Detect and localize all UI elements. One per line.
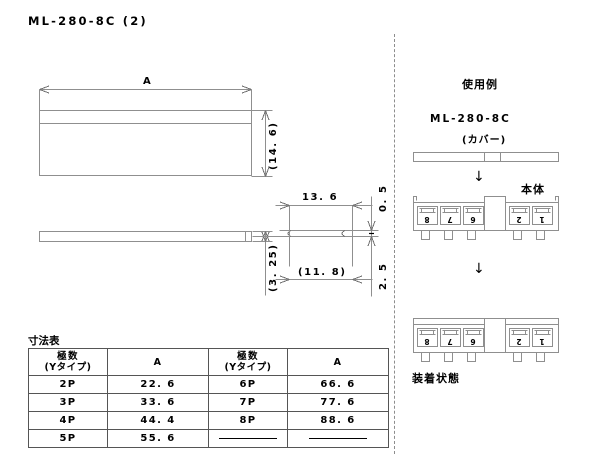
- terminal-number-8-mounted: 8: [424, 337, 430, 346]
- side-view-seam: [245, 231, 246, 242]
- cover-seam-left: [484, 152, 485, 162]
- assembly-arrow-bottom: ↓: [473, 261, 485, 277]
- cell-a-left: 22. 6: [107, 375, 209, 394]
- cell-a-left: 33. 6: [107, 393, 209, 412]
- side-view-outline: [39, 231, 252, 242]
- terminal-number-1: 1: [539, 215, 545, 224]
- terminal-number-6-mounted: 6: [470, 337, 476, 346]
- table-row: 3P 33. 6 7P 77. 6: [28, 393, 389, 412]
- header-poles-line2-r: (Yタイプ): [224, 362, 272, 373]
- header-a-left: A: [107, 348, 209, 376]
- connector-body-upper: [413, 196, 559, 240]
- cell-poles-right: 8P: [208, 411, 288, 430]
- dimension-118: (11. 8): [298, 267, 347, 278]
- dimension-136: 13. 6: [302, 192, 339, 203]
- assembly-arrow-top: ↓: [473, 169, 485, 185]
- terminal-number-2: 2: [516, 215, 522, 224]
- cell-poles-right: 6P: [208, 375, 288, 394]
- connector-body-mounted: [413, 318, 559, 362]
- terminal-number-6: 6: [470, 215, 476, 224]
- table-row: 5P 55. 6: [28, 429, 389, 448]
- header-poles-line1-r: 極数: [237, 351, 259, 362]
- dimension-width-a: A: [143, 76, 153, 87]
- terminal-number-7: 7: [447, 215, 453, 224]
- cover-seam-right: [500, 152, 501, 162]
- table-header-row: 極数 (Yタイプ) A 極数 (Yタイプ) A: [28, 348, 389, 376]
- cell-a-right: 77. 6: [287, 393, 389, 412]
- page-title: ML-280-8C (2): [28, 14, 148, 28]
- cover-bar: [413, 152, 559, 162]
- header-poles-line1: 極数: [57, 351, 79, 362]
- header-poles-right: 極数 (Yタイプ): [208, 348, 288, 376]
- cell-poles-left: 5P: [28, 429, 108, 448]
- header-a-right: A: [287, 348, 389, 376]
- table-row: 4P 44. 4 8P 88. 6: [28, 411, 389, 430]
- header-poles-left: 極数 (Yタイプ): [28, 348, 108, 376]
- cell-a-left: 55. 6: [107, 429, 209, 448]
- usage-example-title: 使用例: [462, 78, 498, 91]
- table-row: 2P 22. 6 6P 66. 6: [28, 375, 389, 394]
- terminal-number-7-mounted: 7: [447, 337, 453, 346]
- cell-a-left: 44. 4: [107, 411, 209, 430]
- cell-poles-right: 7P: [208, 393, 288, 412]
- body-label: 本体: [521, 183, 545, 196]
- dimension-table-caption: 寸法表: [28, 335, 60, 347]
- cell-a-right: 88. 6: [287, 411, 389, 430]
- terminal-number-2-mounted: 2: [516, 337, 522, 346]
- cell-poles-left: 3P: [28, 393, 108, 412]
- mounted-state-label: 装着状態: [412, 372, 460, 385]
- terminal-number-8: 8: [424, 215, 430, 224]
- cover-part-name: ML-280-8C: [430, 113, 511, 125]
- cover-part-subtitle: (カバー): [462, 135, 507, 146]
- cell-a-right-empty: [287, 429, 389, 448]
- dimension-table: 極数 (Yタイプ) A 極数 (Yタイプ) A 2P 22. 6 6P 66. …: [28, 348, 389, 448]
- panel-divider: [394, 34, 395, 454]
- header-poles-line2: (Yタイプ): [44, 362, 92, 373]
- cell-a-right: 66. 6: [287, 375, 389, 394]
- cell-poles-left: 4P: [28, 411, 108, 430]
- terminal-number-1-mounted: 1: [539, 337, 545, 346]
- cell-poles-right-empty: [208, 429, 288, 448]
- cell-poles-left: 2P: [28, 375, 108, 394]
- top-view-outline: [39, 110, 252, 176]
